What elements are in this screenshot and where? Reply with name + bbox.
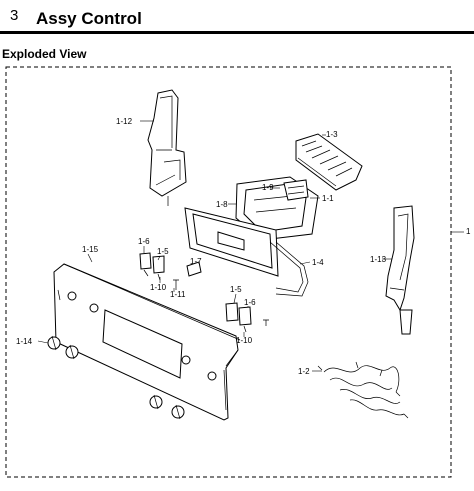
part-display-frame <box>184 207 279 277</box>
label-1-10a: 1-10 <box>150 283 167 292</box>
part-screw <box>173 279 179 290</box>
part-knobs <box>47 335 185 420</box>
label-1-6a: 1-6 <box>138 237 150 246</box>
leader-1-15 <box>87 253 93 263</box>
part-main-pcb <box>295 133 363 191</box>
leader-1-5a <box>157 255 161 261</box>
label-1-13: 1-13 <box>370 255 387 264</box>
part-right-bracket <box>385 205 415 335</box>
label-1-7: 1-7 <box>190 257 202 266</box>
part-control-panel <box>53 263 241 421</box>
part-clip <box>186 261 202 277</box>
diagram-frame <box>5 66 452 478</box>
label-1-1: 1-1 <box>322 194 334 203</box>
label-1-14: 1-14 <box>16 337 33 346</box>
part-switch-upper <box>139 252 165 281</box>
part-sub-pcb <box>283 179 309 201</box>
section-number: 3 <box>10 7 19 24</box>
part-left-bracket <box>147 89 187 206</box>
view-title: Exploded View <box>2 47 87 61</box>
label-1-6b: 1-6 <box>244 298 256 307</box>
label-1-9: 1-9 <box>262 183 274 192</box>
leader-1-5b <box>233 293 237 304</box>
label-1: 1 <box>466 227 471 236</box>
page-header: 3 Assy Control <box>0 0 474 36</box>
label-1-5a: 1-5 <box>157 247 169 256</box>
header-rule <box>0 31 474 34</box>
label-1-8: 1-8 <box>216 200 228 209</box>
label-1-15: 1-15 <box>82 245 99 254</box>
label-1-10b: 1-10 <box>236 336 253 345</box>
label-1-5b: 1-5 <box>230 285 242 294</box>
leader-1-4 <box>299 261 311 265</box>
label-1-12: 1-12 <box>116 117 133 126</box>
leader-1-14 <box>37 340 49 344</box>
label-1-4: 1-4 <box>312 258 324 267</box>
label-1-11: 1-11 <box>170 290 186 299</box>
label-1-2: 1-2 <box>298 367 310 376</box>
part-ribbon-wire <box>269 241 309 297</box>
label-1-3: 1-3 <box>326 130 338 139</box>
part-wire-harness <box>317 361 409 419</box>
part-switch-lower <box>225 302 269 333</box>
section-title: Assy Control <box>36 9 142 28</box>
